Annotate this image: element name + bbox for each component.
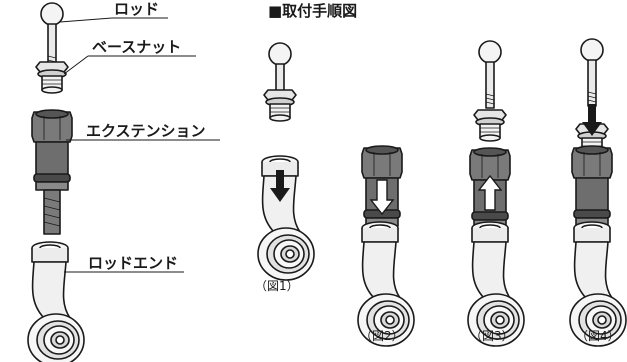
label-extension: エクステンション (86, 122, 206, 140)
caption-fig1: （図1） (255, 279, 299, 293)
caption-fig2: （図2） (360, 329, 404, 343)
caption-fig3: （図3） (470, 329, 514, 343)
rod-end-part (27, 241, 85, 362)
figure-1: （図1） (255, 42, 315, 293)
rod-part (40, 2, 64, 71)
figure-4: （図4） (569, 38, 627, 347)
base-nut-part (35, 61, 69, 94)
figure-3: （図3） (467, 40, 525, 347)
exploded-parts (27, 2, 85, 362)
diagram-title: ■取付手順図 (268, 2, 357, 20)
part-labels: ロッド ベースナット エクステンション ロッドエンド (59, 0, 220, 273)
label-rod-end: ロッドエンド (88, 254, 178, 272)
caption-fig4: （図4） (576, 329, 620, 343)
label-rod: ロッド (114, 0, 159, 18)
figure-2: （図2） (357, 145, 415, 347)
label-base-nut: ベースナット (92, 38, 181, 56)
extension-part (31, 109, 73, 235)
